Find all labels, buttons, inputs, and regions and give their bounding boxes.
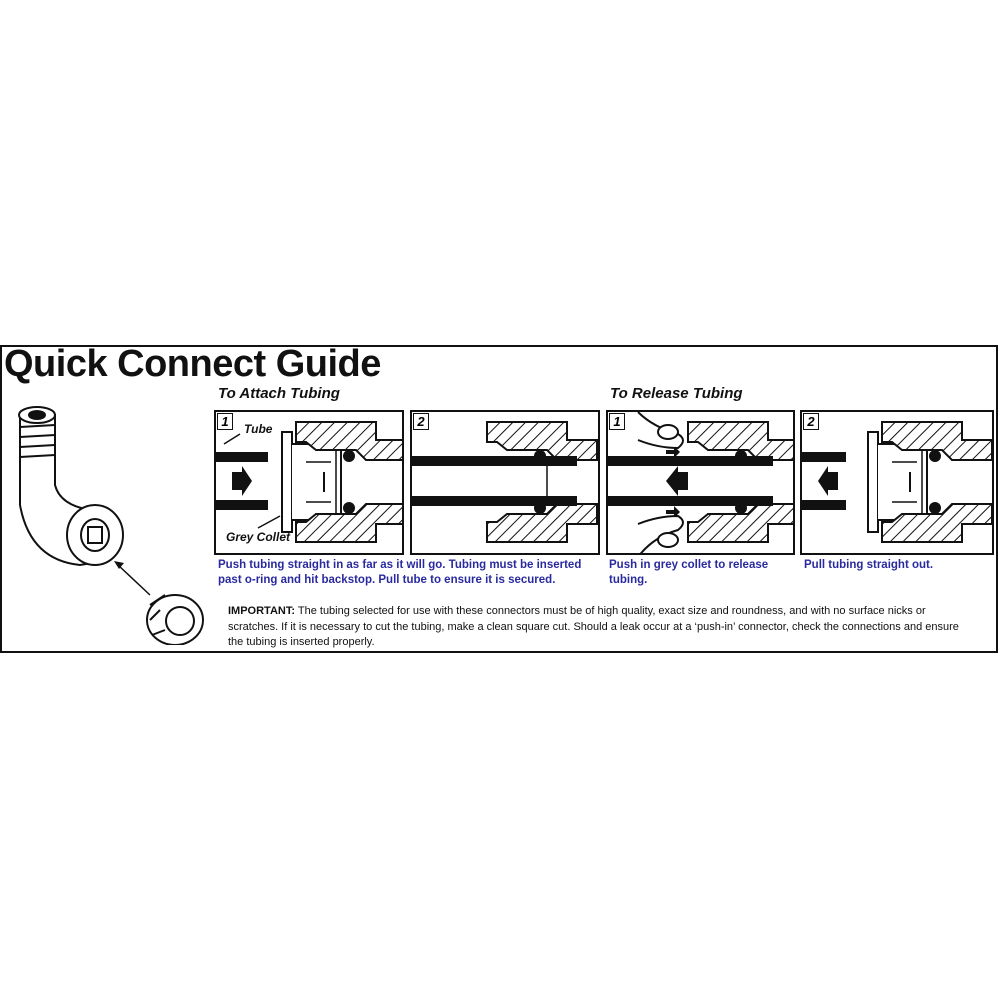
- grey-collet-label: Grey Collet: [226, 530, 291, 544]
- section-heading-attach: To Attach Tubing: [218, 385, 340, 402]
- important-text: The tubing selected for use with these c…: [228, 605, 959, 648]
- step-number: 1: [217, 413, 233, 430]
- step-number: 2: [413, 413, 429, 430]
- release-pull-caption: Pull tubing straight out.: [804, 559, 934, 571]
- attach-step-1-drawing: [216, 421, 402, 543]
- step-number: 1: [609, 413, 625, 430]
- attach-step-2-panel: 2: [410, 410, 600, 555]
- tube-label: Tube: [244, 422, 273, 436]
- release-step-2-drawing: [802, 421, 992, 543]
- attach-caption: Push tubing straight in as far as it wil…: [218, 559, 582, 586]
- elbow-fitting-illustration: [18, 406, 204, 645]
- attach-step-2-drawing: [412, 421, 598, 543]
- step-number: 2: [803, 413, 819, 430]
- guide-frame: [0, 345, 998, 653]
- section-heading-release: To Release Tubing: [610, 385, 743, 402]
- attach-step-1-panel: 1 Tube Grey Collet: [214, 410, 404, 555]
- release-push-caption: Push in grey collet to release tubing.: [609, 559, 769, 586]
- release-step-1-panel: 1: [606, 410, 795, 555]
- page-title: Quick Connect Guide: [4, 343, 381, 385]
- release-step-1-drawing: [608, 412, 793, 553]
- important-label: IMPORTANT:: [228, 605, 296, 617]
- important-notice: IMPORTANT: The tubing selected for use w…: [228, 604, 968, 651]
- release-step-2-panel: 2: [800, 410, 994, 555]
